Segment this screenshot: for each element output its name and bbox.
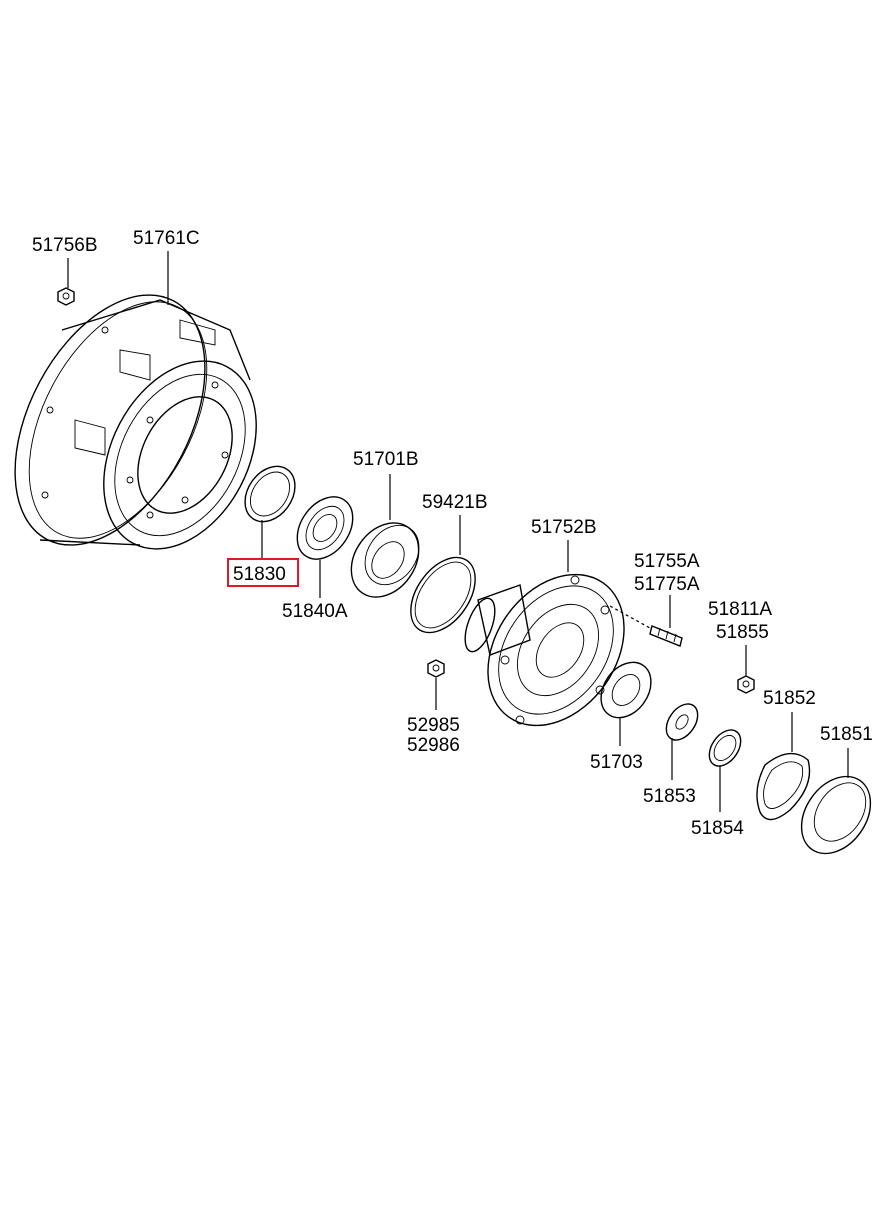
wheel-hub-part[interactable]: [459, 548, 652, 751]
wheel-nut-part[interactable]: [57, 287, 75, 306]
label-51811A[interactable]: 51811A: [708, 599, 772, 620]
label-51756B[interactable]: 51756B: [32, 235, 98, 256]
label-51852[interactable]: 51852: [763, 688, 816, 709]
label-51752B[interactable]: 51752B: [531, 517, 597, 538]
hub-nut-part[interactable]: [737, 675, 755, 694]
inner-bearing-part[interactable]: [286, 486, 364, 569]
label-51855[interactable]: 51855: [716, 622, 769, 643]
label-51761C[interactable]: 51761C: [133, 228, 200, 249]
label-52986[interactable]: 52986: [407, 735, 460, 756]
label-59421B[interactable]: 59421B: [422, 492, 488, 513]
label-51851[interactable]: 51851: [820, 724, 873, 745]
snap-ring-part[interactable]: [398, 546, 489, 645]
leader-lines: [67, 251, 849, 812]
washer-part[interactable]: [660, 698, 704, 746]
label-51703[interactable]: 51703: [590, 752, 643, 773]
label-51755A[interactable]: 51755A: [634, 551, 700, 572]
bearing-cup-part[interactable]: [337, 510, 432, 610]
label-51854[interactable]: 51854: [691, 818, 744, 839]
oil-seal-part[interactable]: [235, 457, 305, 531]
outer-bearing-part[interactable]: [591, 653, 661, 727]
lock-washer-part[interactable]: [703, 724, 747, 772]
label-52985[interactable]: 52985: [407, 715, 460, 736]
lock-nut-part[interactable]: [427, 659, 445, 678]
hub-bolt-part[interactable]: [649, 625, 683, 647]
hub-cap-part[interactable]: [787, 763, 884, 866]
part-labels: 51756B 51761C 51830 51840A 51701B 59421B…: [32, 228, 873, 839]
gasket-part[interactable]: [756, 752, 811, 821]
brake-drum-part[interactable]: [0, 263, 287, 577]
highlight-box: [227, 558, 299, 587]
label-51775A[interactable]: 51775A: [634, 574, 700, 595]
label-51853[interactable]: 51853: [643, 786, 696, 807]
label-51840A[interactable]: 51840A: [282, 601, 348, 622]
label-51701B[interactable]: 51701B: [353, 449, 419, 470]
label-51830[interactable]: 51830: [233, 564, 286, 585]
